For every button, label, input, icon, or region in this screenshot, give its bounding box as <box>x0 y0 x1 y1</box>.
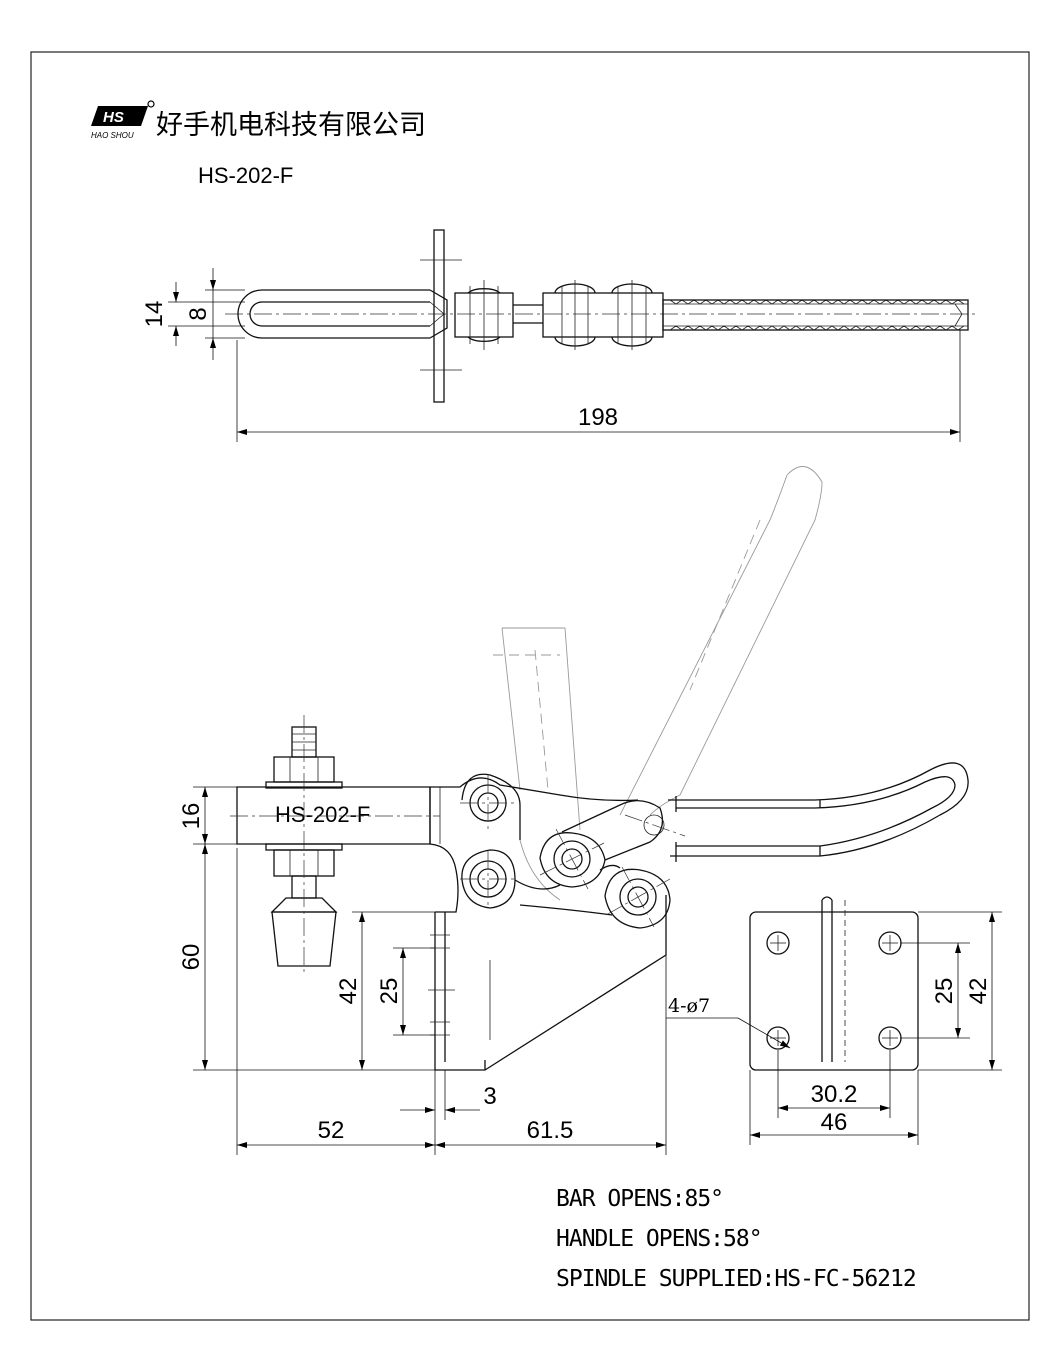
base-plate-dimensions: 4-ø7 25 42 30.2 46 <box>666 911 1002 1145</box>
logo-subtext: HAO SHOU <box>91 131 134 140</box>
dim-plate-height: 42 <box>965 978 992 1005</box>
linkage <box>460 773 686 929</box>
top-view <box>225 229 975 403</box>
dim-top-height: 14 <box>141 301 168 328</box>
bar-open-ghost <box>493 627 581 901</box>
base-body <box>428 869 667 1071</box>
mounting-hole <box>878 931 902 955</box>
dim-base-length: 61.5 <box>527 1117 574 1144</box>
note-handle-opens: HANDLE OPENS:58° <box>556 1226 762 1252</box>
dim-plate-width: 46 <box>821 1109 848 1136</box>
handle <box>668 762 969 862</box>
dim-holes: 4-ø7 <box>668 995 710 1017</box>
top-view-dimensions: 14 8 198 <box>141 268 961 442</box>
mounting-hole <box>766 931 790 955</box>
dim-plate-hole-spacing-v: 25 <box>931 978 958 1005</box>
logo-text: HS <box>103 109 124 126</box>
dim-base-hole-spacing: 25 <box>376 978 403 1005</box>
clamp-arm: HS-202-F <box>230 777 639 871</box>
dim-overall-length: 198 <box>578 404 618 431</box>
dim-plate-hole-spacing-h: 30.2 <box>811 1081 858 1108</box>
arm-label: HS-202-F <box>275 802 370 827</box>
dim-reach: 52 <box>318 1117 345 1144</box>
company-name: 好手机电科技有限公司 <box>156 110 426 141</box>
handle-open-ghost <box>619 466 823 816</box>
base-plate-view <box>749 896 919 1071</box>
spec-notes: BAR OPENS:85° HANDLE OPENS:58° SPINDLE S… <box>556 1186 917 1292</box>
dim-total-height: 60 <box>178 944 205 971</box>
mounting-hole <box>878 1026 902 1050</box>
dim-base-height: 42 <box>335 978 362 1005</box>
dim-top-inner: 8 <box>185 307 212 320</box>
model-number: HS-202-F <box>198 163 293 188</box>
spindle <box>265 715 343 975</box>
dim-arm-height: 16 <box>178 803 205 830</box>
note-bar-opens: BAR OPENS:85° <box>556 1186 723 1212</box>
dim-flange-thickness: 3 <box>483 1083 496 1110</box>
company-logo: HS HAO SHOU <box>91 100 155 140</box>
drawing-border <box>30 51 1030 1321</box>
note-spindle: SPINDLE SUPPLIED:HS-FC-56212 <box>556 1266 916 1292</box>
side-view-dimensions: 16 60 42 25 3 52 61.5 <box>178 786 667 1155</box>
